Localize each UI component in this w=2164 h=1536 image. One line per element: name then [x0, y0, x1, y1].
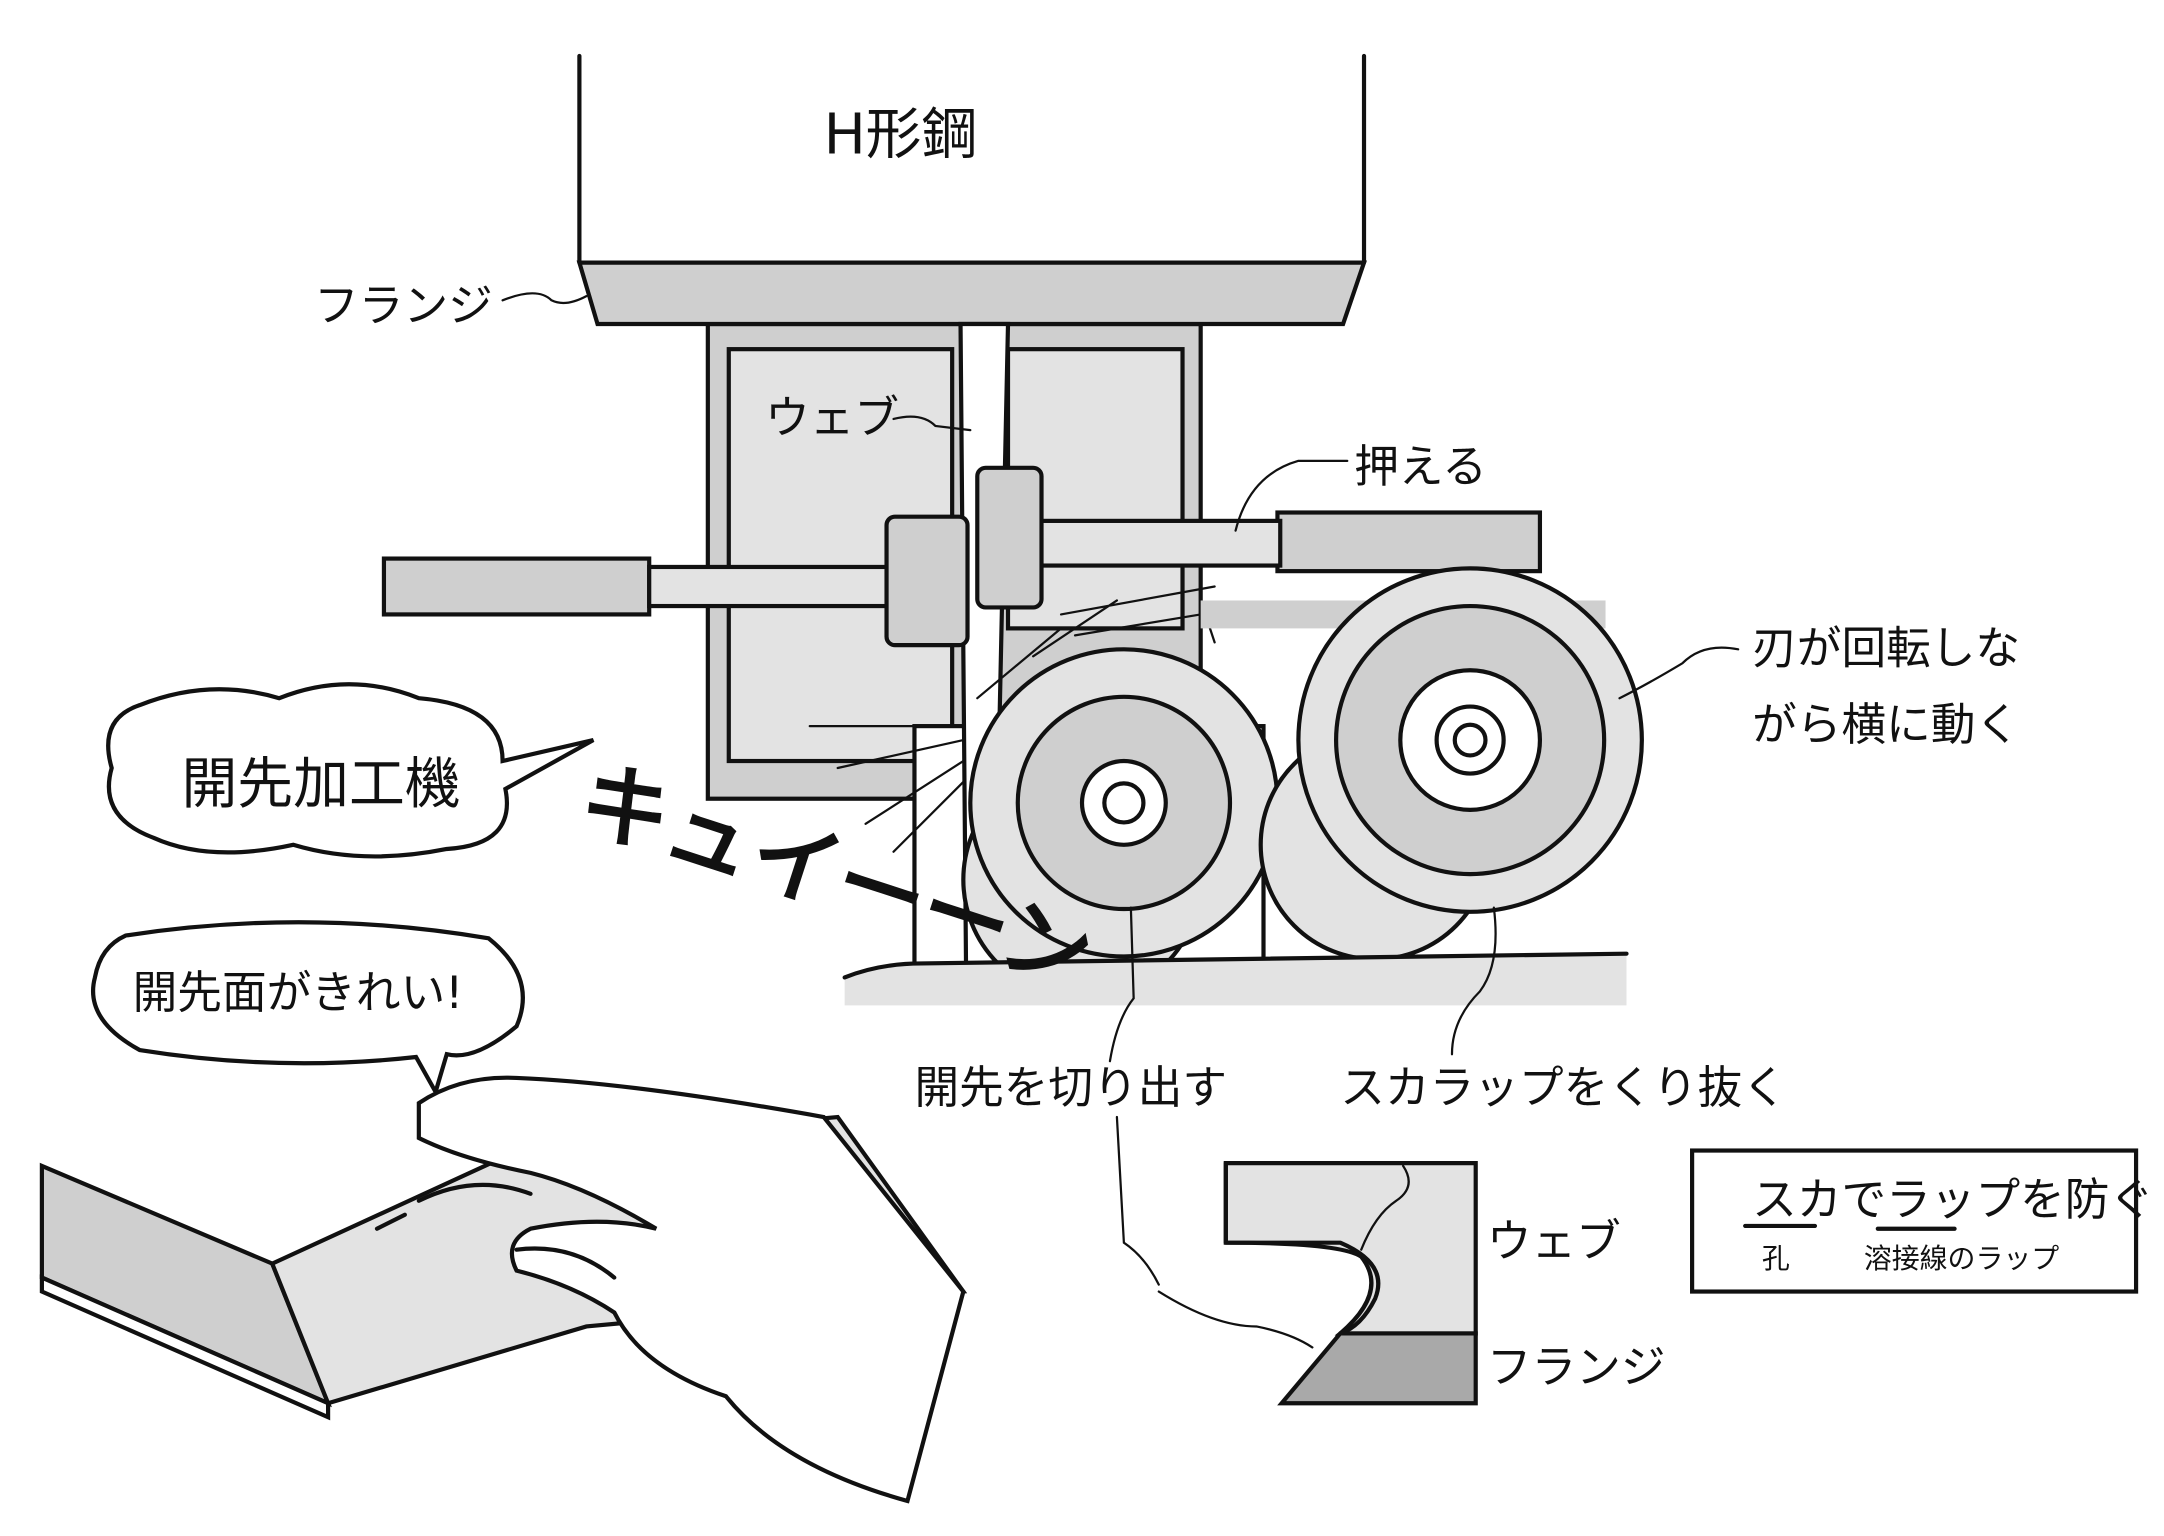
flange — [576, 260, 1367, 327]
label-blade-line1: 刃が回転しな — [1752, 622, 2020, 674]
detail-label-flange: フランジ — [1487, 1341, 1666, 1393]
bubble-machine-text: 開先加工機 — [181, 752, 460, 817]
label-press: 押える — [1354, 441, 1487, 493]
left-press-rod — [381, 514, 970, 648]
label-blade-line2: がら横に動く — [1752, 699, 2020, 751]
bubble-comment-text: 開先面がきれい! — [133, 967, 463, 1019]
h-beam: H形鋼 — [577, 53, 1367, 265]
base-ground — [844, 953, 1627, 1006]
h-beam-title: H形鋼 — [824, 103, 978, 168]
note-de: で — [1841, 1174, 1886, 1226]
detail-label-web: ウェブ — [1487, 1216, 1621, 1268]
note-box: スカでラップを防ぐ 孔 溶接線のラップ — [1690, 1148, 2154, 1294]
right-press-rod — [975, 465, 1543, 610]
speech-bubble-comment: 開先面がきれい! — [91, 920, 525, 1098]
note-scallop: スカ — [1752, 1174, 1841, 1226]
label-flange: フランジ — [314, 280, 493, 332]
label-web: ウェブ — [765, 392, 899, 444]
beveled-plate-with-hand — [39, 1075, 968, 1504]
scallop-detail: ウェブ フランジ — [1115, 1115, 1666, 1406]
label-cut-scallop: スカラップをくり抜く — [1340, 1062, 1787, 1114]
note-sub-weld-lap: 溶接線のラップ — [1864, 1242, 2059, 1275]
speech-bubble-machine: 開先加工機 — [106, 682, 595, 859]
scallop-cutter-wheel — [1200, 566, 1644, 962]
note-prevent: を防ぐ — [2020, 1174, 2154, 1226]
groove-cutter-wheel — [961, 647, 1280, 1001]
note-lap: ラップ — [1886, 1174, 2020, 1226]
note-line1: スカでラップを防ぐ — [1752, 1174, 2154, 1226]
label-cut-groove: 開先を切り出す — [914, 1062, 1227, 1114]
note-sub-hole: 孔 — [1762, 1242, 1790, 1275]
